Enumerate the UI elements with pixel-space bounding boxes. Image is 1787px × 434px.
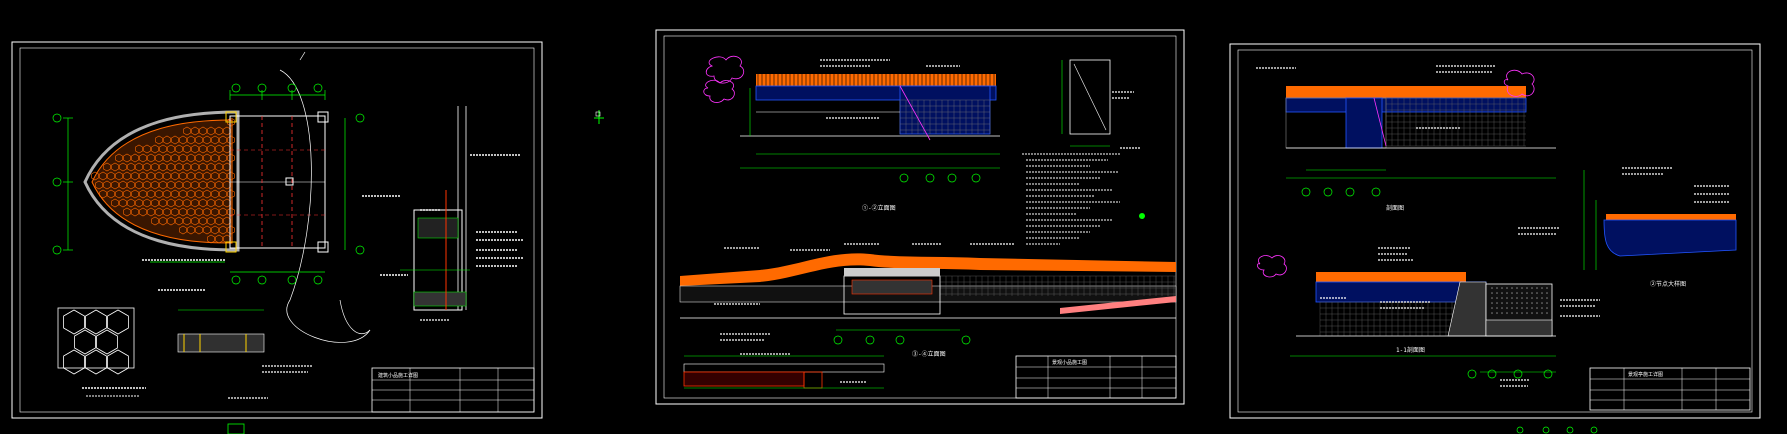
title-block-label-3: 景观亭施工详图 [1628,371,1663,378]
notes-block [1022,153,1120,245]
hex-paving-detail [57,307,146,397]
footing-section [177,309,312,399]
section-caption-1: 剖面图 [1386,204,1404,212]
osnap-icon[interactable] [1566,426,1574,434]
status-icons [227,423,1598,434]
door-detail [1061,59,1140,149]
title-block-1: 建筑小品施工详图 [371,367,535,413]
section-bottom: 1-1剖面图 [1256,247,1600,387]
plan-view [83,51,371,343]
node-detail: ②节点大样图 [1518,167,1737,288]
layer-icon[interactable] [227,423,245,434]
sheet-2: ①-②立面图 [655,29,1185,405]
section-top: 剖面图 [1256,65,1556,212]
title-block-label-2: 景观小品施工图 [1052,359,1087,366]
section-caption-2: 1-1剖面图 [1396,346,1425,354]
elevation-caption-2: ③-④立面图 [912,350,946,358]
elevation-caption-1: ①-②立面图 [862,204,896,212]
title-block-3: 景观亭施工详图 [1589,367,1751,411]
sheet-3: 剖面图 ②节点大样图 [1229,43,1761,419]
polar-icon[interactable] [1590,426,1598,434]
snap-icon[interactable] [1516,426,1524,434]
cursor-icon [594,110,604,124]
elevation-1: ①-②立面图 [703,55,1000,212]
elevation-2: ③-④立面图 [679,243,1177,358]
title-block-label-1: 建筑小品施工详图 [378,372,418,379]
title-block-2: 景观小品施工图 [1015,355,1177,399]
foundation-section [683,333,885,389]
wall-section-detail [380,106,524,321]
sheet-1: 建筑小品施工详图 [11,41,543,419]
section-caption-3: ②节点大样图 [1650,280,1686,288]
ortho-icon[interactable] [1542,426,1550,434]
dimensions-1 [52,83,365,285]
